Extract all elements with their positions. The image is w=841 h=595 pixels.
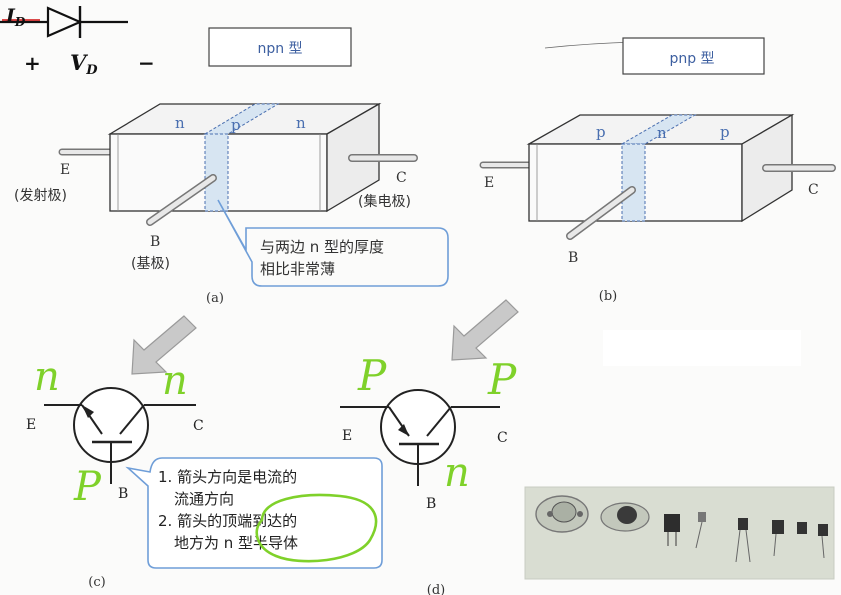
svg-text:VD: VD — [70, 50, 98, 78]
hand-c-right: n — [162, 358, 188, 404]
hand-c-left: n — [34, 354, 60, 400]
hand-d-right: P — [487, 355, 517, 404]
transistor-photo — [524, 486, 835, 580]
symbol-d-emitter: E — [342, 428, 352, 444]
npn-emitter-letter: E — [60, 162, 70, 178]
npn-symbol: E C B (c) — [26, 387, 204, 590]
diode-plus: + — [24, 51, 41, 75]
symbol-d-caption: (d) — [427, 583, 445, 595]
diode-current-label: I — [5, 5, 16, 27]
npn-callout-line2: 相比非常薄 — [260, 260, 335, 278]
note-line2: 流通方向 — [174, 490, 234, 508]
npn-collector-letter: C — [396, 170, 407, 186]
pnp-caption: (b) — [599, 289, 617, 304]
symbol-c-collector: C — [193, 418, 204, 434]
blank-patch — [603, 330, 801, 366]
symbol-c-base: B — [118, 486, 128, 502]
pnp-region-left: p — [596, 123, 606, 141]
pnp-base-letter: B — [568, 250, 578, 266]
highlight-loop — [255, 493, 378, 563]
diode-minus: − — [138, 51, 155, 75]
hand-d-left: P — [357, 351, 387, 400]
diode-voltage-sub: D — [85, 63, 98, 78]
svg-text:ID: ID — [5, 5, 26, 29]
notes-callout: 1. 箭头方向是电流的 流通方向 2. 箭头的顶端到达的 地方为 n 型半导体 — [125, 457, 383, 569]
npn-region-mid: p — [231, 116, 241, 134]
npn-region-right: n — [296, 114, 306, 132]
npn-caption: (a) — [206, 291, 224, 306]
symbol-d-base: B — [426, 496, 436, 512]
arrow-down-left-icon — [451, 299, 519, 361]
pnp-title: pnp 型 — [669, 51, 714, 67]
note-line4: 地方为 n 型半导体 — [174, 534, 298, 552]
pnp-emitter-letter: E — [484, 175, 494, 191]
arrow-down-left-icon — [131, 315, 197, 375]
npn-region-left: n — [175, 114, 185, 132]
symbol-d-collector: C — [497, 430, 508, 446]
diode-symbol: ID + VD − — [0, 5, 155, 78]
npn-base-name: (基极) — [131, 255, 170, 272]
diode-current-sub: D — [14, 15, 26, 29]
pnp-symbol: E C B (d) — [340, 389, 508, 595]
pnp-collector-letter: C — [808, 182, 819, 198]
hand-d-bottom: n — [444, 450, 470, 496]
pnp-structure: pnp 型 p n p E C B (b) — [479, 37, 836, 304]
symbol-c-emitter: E — [26, 417, 36, 433]
npn-collector-name: (集电极) — [358, 193, 411, 210]
npn-base-letter: B — [150, 234, 160, 250]
note-line1: 1. 箭头方向是电流的 — [158, 468, 297, 486]
hand-c-bottom: P — [73, 464, 102, 510]
npn-title: npn 型 — [257, 41, 302, 57]
npn-structure: npn 型 n p n E (发射极) C (集电极) B (基极) 与两边 n… — [14, 27, 449, 306]
diode-voltage-label: V — [70, 50, 89, 75]
note-line3: 2. 箭头的顶端到达的 — [158, 512, 297, 530]
pnp-region-right: p — [720, 123, 730, 141]
npn-callout-line1: 与两边 n 型的厚度 — [260, 238, 384, 256]
symbol-c-caption: (c) — [88, 575, 105, 590]
pnp-region-mid: n — [657, 124, 667, 142]
npn-emitter-name: (发射极) — [14, 188, 67, 204]
